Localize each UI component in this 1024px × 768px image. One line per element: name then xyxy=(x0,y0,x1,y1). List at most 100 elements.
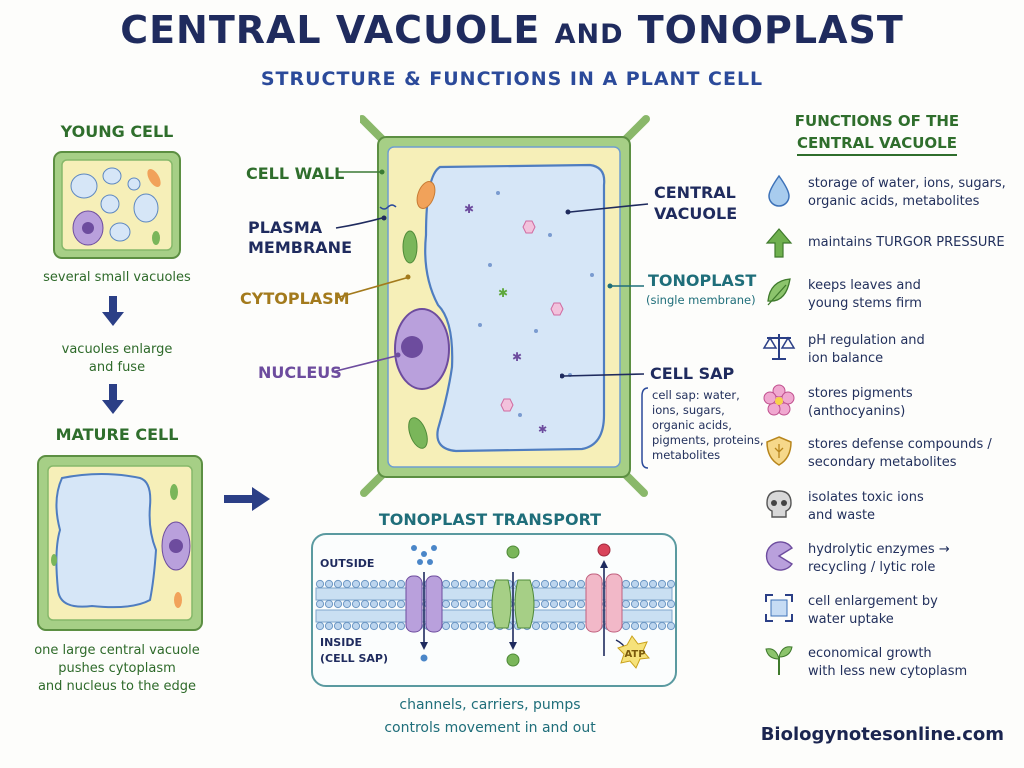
young-cell-caption: several small vacuoles xyxy=(43,270,191,285)
tonoplast-transport-diagram xyxy=(311,533,677,687)
page-title: CENTRAL VACUOLE AND TONOPLAST xyxy=(0,8,1024,52)
label-leaders xyxy=(331,169,411,373)
label-plasma-membrane: PLASMA MEMBRANE xyxy=(248,218,352,258)
function-text-toxic: isolates toxic ions and waste xyxy=(808,489,1018,525)
svg-text:✱: ✱ xyxy=(498,286,508,300)
label-tonoplast-note: (single membrane) xyxy=(646,293,756,307)
label-cell-wall: CELL WALL xyxy=(246,164,345,183)
label-cytoplasm: CYTOPLASM xyxy=(240,289,350,308)
function-line: pH regulation and xyxy=(808,333,925,348)
website-credit: Biologynotesonline.com xyxy=(760,724,1004,745)
label-plasma-line1: PLASMA xyxy=(248,218,323,237)
right-arrow-icon xyxy=(224,487,270,511)
function-line: storage of water, ions, sugars, xyxy=(808,176,1006,191)
function-text-enlargement: cell enlargement by water uptake xyxy=(808,593,1018,629)
step-caption: vacuoles enlarge and fuse xyxy=(30,341,204,377)
mature-cell-title: MATURE CELL xyxy=(55,425,179,444)
function-line: secondary metabolites xyxy=(808,455,957,470)
title-part3: TONOPLAST xyxy=(637,8,904,52)
functions-title-line2: CENTRAL VACUOLE xyxy=(797,132,957,156)
transport-outside-label: OUTSIDE xyxy=(320,557,375,570)
function-item-toxic: isolates toxic ions and waste xyxy=(762,487,1018,531)
plant-cell-diagram: ✱ ✱ ✱ ✱ xyxy=(360,115,650,497)
label-plasma-line2: MEMBRANE xyxy=(248,238,352,257)
function-item-growth: economical growth with less new cytoplas… xyxy=(762,643,1018,687)
functions-title-line1: FUNCTIONS OF THE xyxy=(794,112,960,130)
transport-inside-line1: INSIDE xyxy=(320,636,362,649)
function-text-storage: storage of water, ions, sugars, organic … xyxy=(808,175,1018,211)
cell-sap-line4: pigments, proteins, xyxy=(652,433,764,447)
function-line: young stems firm xyxy=(808,296,922,311)
svg-text:✱: ✱ xyxy=(512,350,522,364)
mature-cell-caption: one large central vacuole pushes cytopla… xyxy=(20,642,214,696)
transport-title: TONOPLAST TRANSPORT xyxy=(378,510,602,529)
function-item-firm: keeps leaves and young stems firm xyxy=(762,275,1018,319)
flower-icon xyxy=(763,384,795,416)
young-cell-diagram xyxy=(53,151,181,259)
transport-caption: channels, carriers, pumps controls movem… xyxy=(310,694,670,740)
expand-arrows-icon xyxy=(765,594,793,622)
function-text-turgor: maintains TURGOR PRESSURE xyxy=(808,234,1018,252)
function-line: keeps leaves and xyxy=(808,278,921,293)
atp-label: ATP xyxy=(624,649,646,660)
label-vacuole-line2: VACUOLE xyxy=(654,204,738,223)
function-line: recycling / lytic role xyxy=(808,560,936,575)
function-line: and waste xyxy=(808,508,876,523)
page-subtitle: STRUCTURE & FUNCTIONS IN A PLANT CELL xyxy=(260,68,764,90)
function-line: economical growth xyxy=(808,646,932,661)
step-caption-line1: vacuoles enlarge xyxy=(61,342,173,357)
function-text-defense: stores defense compounds / secondary met… xyxy=(808,436,1018,472)
cell-sap-line3: organic acids, xyxy=(652,418,732,432)
step-caption-line2: and fuse xyxy=(88,360,146,375)
mature-caption-line1: one large central vacuole xyxy=(34,643,200,658)
function-text-ph: pH regulation and ion balance xyxy=(808,332,1018,368)
cell-sap-note: cell sap: water, ions, sugars, organic a… xyxy=(652,388,764,463)
svg-text:✱: ✱ xyxy=(464,202,474,216)
cell-sap-line1: cell sap: water, xyxy=(652,388,740,402)
function-line: maintains TURGOR PRESSURE xyxy=(808,235,1005,250)
function-text-firm: keeps leaves and young stems firm xyxy=(808,277,1018,313)
mature-cell-diagram xyxy=(37,455,203,631)
title-part1: CENTRAL VACUOLE xyxy=(120,8,541,52)
function-text-pigments: stores pigments (anthocyanins) xyxy=(808,385,1018,421)
function-line: organic acids, metabolites xyxy=(808,194,980,209)
function-line: hydrolytic enzymes → xyxy=(808,542,950,557)
transport-inside-label: INSIDE (CELL SAP) xyxy=(320,635,388,667)
function-item-turgor: maintains TURGOR PRESSURE xyxy=(762,226,1018,270)
leaf-icon xyxy=(767,278,791,306)
function-item-pigments: stores pigments (anthocyanins) xyxy=(762,383,1018,427)
function-text-enzymes: hydrolytic enzymes → recycling / lytic r… xyxy=(808,541,1018,577)
mature-caption-line3: and nucleus to the edge xyxy=(37,679,197,694)
title-part2: AND xyxy=(554,19,624,50)
function-item-enlargement: cell enlargement by water uptake xyxy=(762,591,1018,635)
pacman-enzyme-icon xyxy=(765,541,793,571)
mature-caption-line2: pushes cytoplasm xyxy=(58,661,176,676)
transport-caption-line1: channels, carriers, pumps xyxy=(399,697,581,713)
function-line: water uptake xyxy=(808,612,894,627)
function-item-defense: stores defense compounds / secondary met… xyxy=(762,434,1018,478)
svg-text:✱: ✱ xyxy=(538,423,547,436)
shield-icon xyxy=(766,436,792,466)
function-item-enzymes: hydrolytic enzymes → recycling / lytic r… xyxy=(762,539,1018,583)
young-cell-title: YOUNG CELL xyxy=(60,122,174,141)
function-text-growth: economical growth with less new cytoplas… xyxy=(808,645,1018,681)
down-arrow-icon xyxy=(102,384,124,414)
function-line: cell enlargement by xyxy=(808,594,938,609)
function-line: stores pigments xyxy=(808,386,913,401)
function-line: isolates toxic ions xyxy=(808,490,924,505)
label-tonoplast: TONOPLAST xyxy=(648,271,757,290)
function-line: stores defense compounds / xyxy=(808,437,992,452)
cell-sap-line5: metabolites xyxy=(652,448,721,462)
label-central-vacuole: CENTRAL VACUOLE xyxy=(654,182,737,224)
water-drop-icon xyxy=(768,174,790,207)
transport-caption-line2: controls movement in and out xyxy=(384,720,596,736)
label-cell-sap: CELL SAP xyxy=(650,364,735,383)
right-label-leaders xyxy=(560,203,649,379)
label-nucleus: NUCLEUS xyxy=(258,363,342,382)
skull-icon xyxy=(766,490,792,518)
cell-sap-bracket xyxy=(641,387,649,469)
function-line: with less new cytoplasm xyxy=(808,664,968,679)
function-item-storage: storage of water, ions, sugars, organic … xyxy=(762,173,1018,217)
cell-sap-line2: ions, sugars, xyxy=(652,403,725,417)
down-arrow-icon xyxy=(102,296,124,326)
